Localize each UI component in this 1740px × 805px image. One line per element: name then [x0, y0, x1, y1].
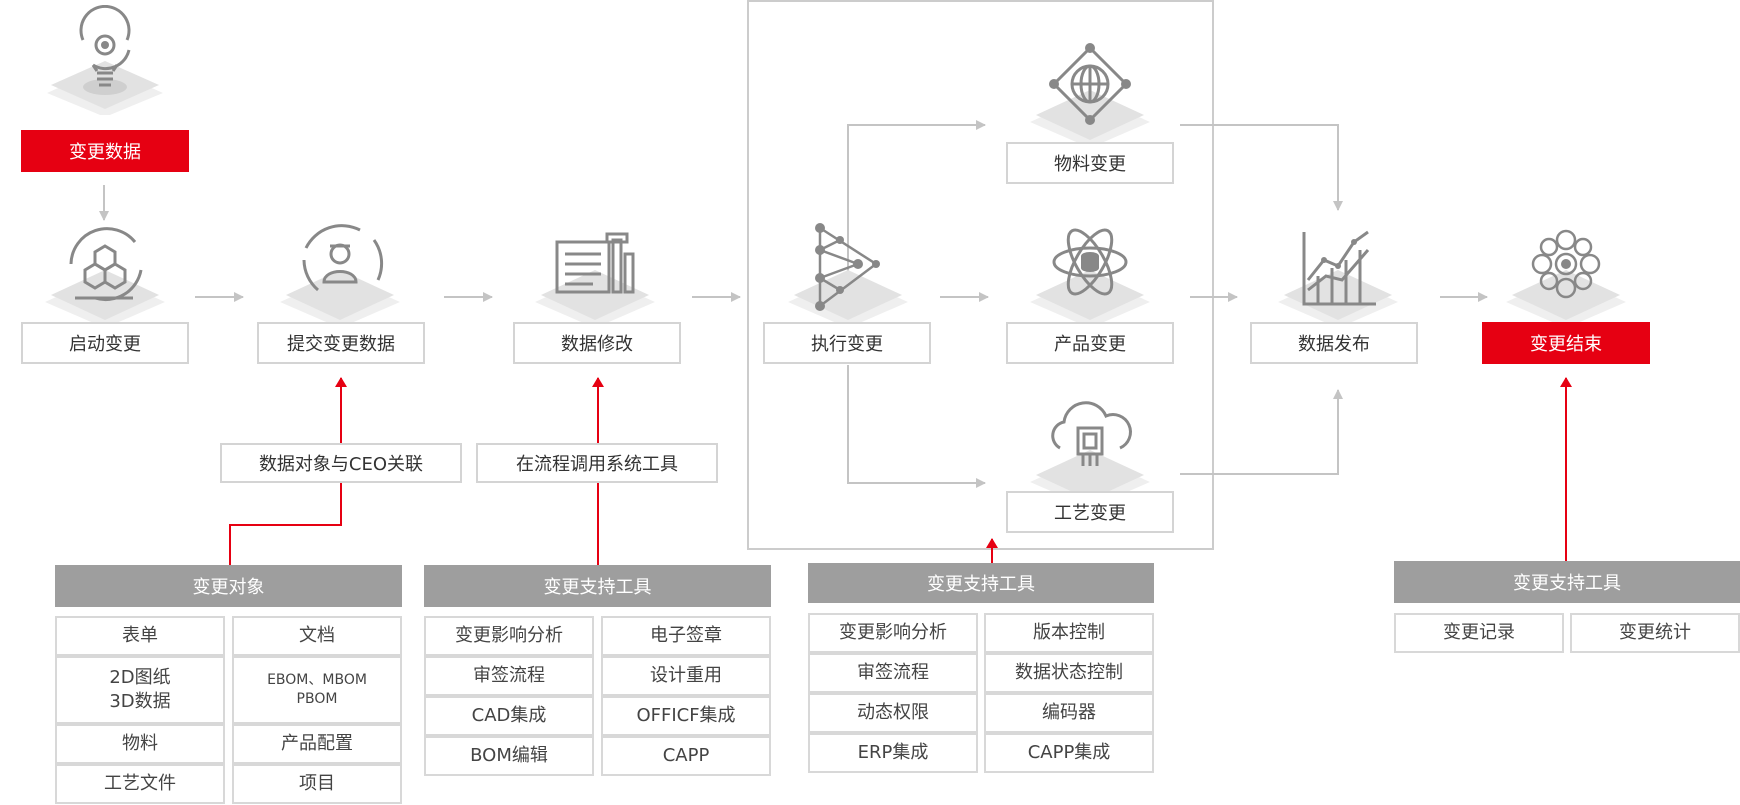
- tools3-cell: 变更记录: [1394, 613, 1564, 653]
- tools1-cell: 设计重用: [601, 656, 771, 696]
- document-tools-icon: [535, 232, 655, 328]
- tools2-cell: CAPP集成: [984, 733, 1154, 773]
- objects-cell: 工艺文件: [55, 764, 225, 804]
- engineer-cycle-icon: [280, 224, 400, 328]
- tools1-cell: OFFICF集成: [601, 696, 771, 736]
- tools1-cell: BOM编辑: [424, 736, 594, 776]
- tools1-cell: 电子签章: [601, 616, 771, 656]
- node-submit-change-data: 提交变更数据: [257, 322, 425, 364]
- node-data-modify: 数据修改: [513, 322, 681, 364]
- objects-cell: 产品配置: [232, 724, 402, 764]
- node-data-publish: 数据发布: [1250, 322, 1418, 364]
- flower-network-icon: [1506, 229, 1626, 328]
- node-change-end: 变更结束: [1482, 322, 1650, 364]
- tools3-cell: 变更统计: [1570, 613, 1740, 653]
- objects-cell: 文档: [232, 616, 402, 656]
- objects-cell: 表单: [55, 616, 225, 656]
- tools2-cell: 数据状态控制: [984, 653, 1154, 693]
- objects-cell-line: EBOM、MBOM: [267, 672, 367, 689]
- arrow-material-publish: [1180, 124, 1343, 211]
- network-triangle-icon: [788, 223, 908, 328]
- tools2-cell: ERP集成: [808, 733, 978, 773]
- objects-cell: 项目: [232, 764, 402, 804]
- node-change-data: 变更数据: [21, 130, 189, 172]
- tools3-table-header: 变更支持工具: [1394, 561, 1740, 603]
- arrow-process-publish: [1180, 389, 1343, 475]
- execution-group-frame: [747, 0, 1214, 550]
- objects-cell-line: 3D数据: [109, 691, 171, 712]
- objects-table-header: 变更对象: [55, 565, 402, 607]
- tools2-table-header: 变更支持工具: [808, 563, 1154, 603]
- atom-database-icon: [1030, 228, 1150, 328]
- lightbulb-gear-icon: [47, 5, 163, 115]
- objects-cell: EBOM、MBOM PBOM: [232, 656, 402, 724]
- label-call-tools: 在流程调用系统工具: [476, 443, 718, 483]
- objects-cell: 物料: [55, 724, 225, 764]
- objects-cell-line: PBOM: [296, 691, 338, 707]
- tools2-cell: 审签流程: [808, 653, 978, 693]
- node-process-change: 工艺变更: [1006, 491, 1174, 533]
- node-material-change: 物料变更: [1006, 142, 1174, 184]
- tools1-table-header: 变更支持工具: [424, 565, 771, 607]
- globe-network-icon: [1030, 43, 1150, 148]
- objects-cell: 2D图纸 3D数据: [55, 656, 225, 724]
- objects-cell-line: 2D图纸: [109, 666, 171, 688]
- tools1-cell: CAPP: [601, 736, 771, 776]
- label-ceo-link: 数据对象与CEO关联: [220, 443, 462, 483]
- tools2-cell: 编码器: [984, 693, 1154, 733]
- tools2-cell: 动态权限: [808, 693, 978, 733]
- tools1-cell: 变更影响分析: [424, 616, 594, 656]
- growth-chart-icon: [1278, 230, 1398, 328]
- tools2-cell: 版本控制: [984, 613, 1154, 653]
- node-product-change: 产品变更: [1006, 322, 1174, 364]
- tools2-cell: 变更影响分析: [808, 613, 978, 653]
- tools1-cell: 审签流程: [424, 656, 594, 696]
- arrow-execute-material: [847, 120, 986, 322]
- node-execute-change: 执行变更: [763, 322, 931, 364]
- node-start-change: 启动变更: [21, 322, 189, 364]
- hexagon-cycle-icon: [45, 227, 165, 328]
- arrow-execute-process: [847, 365, 986, 488]
- tools1-cell: CAD集成: [424, 696, 594, 736]
